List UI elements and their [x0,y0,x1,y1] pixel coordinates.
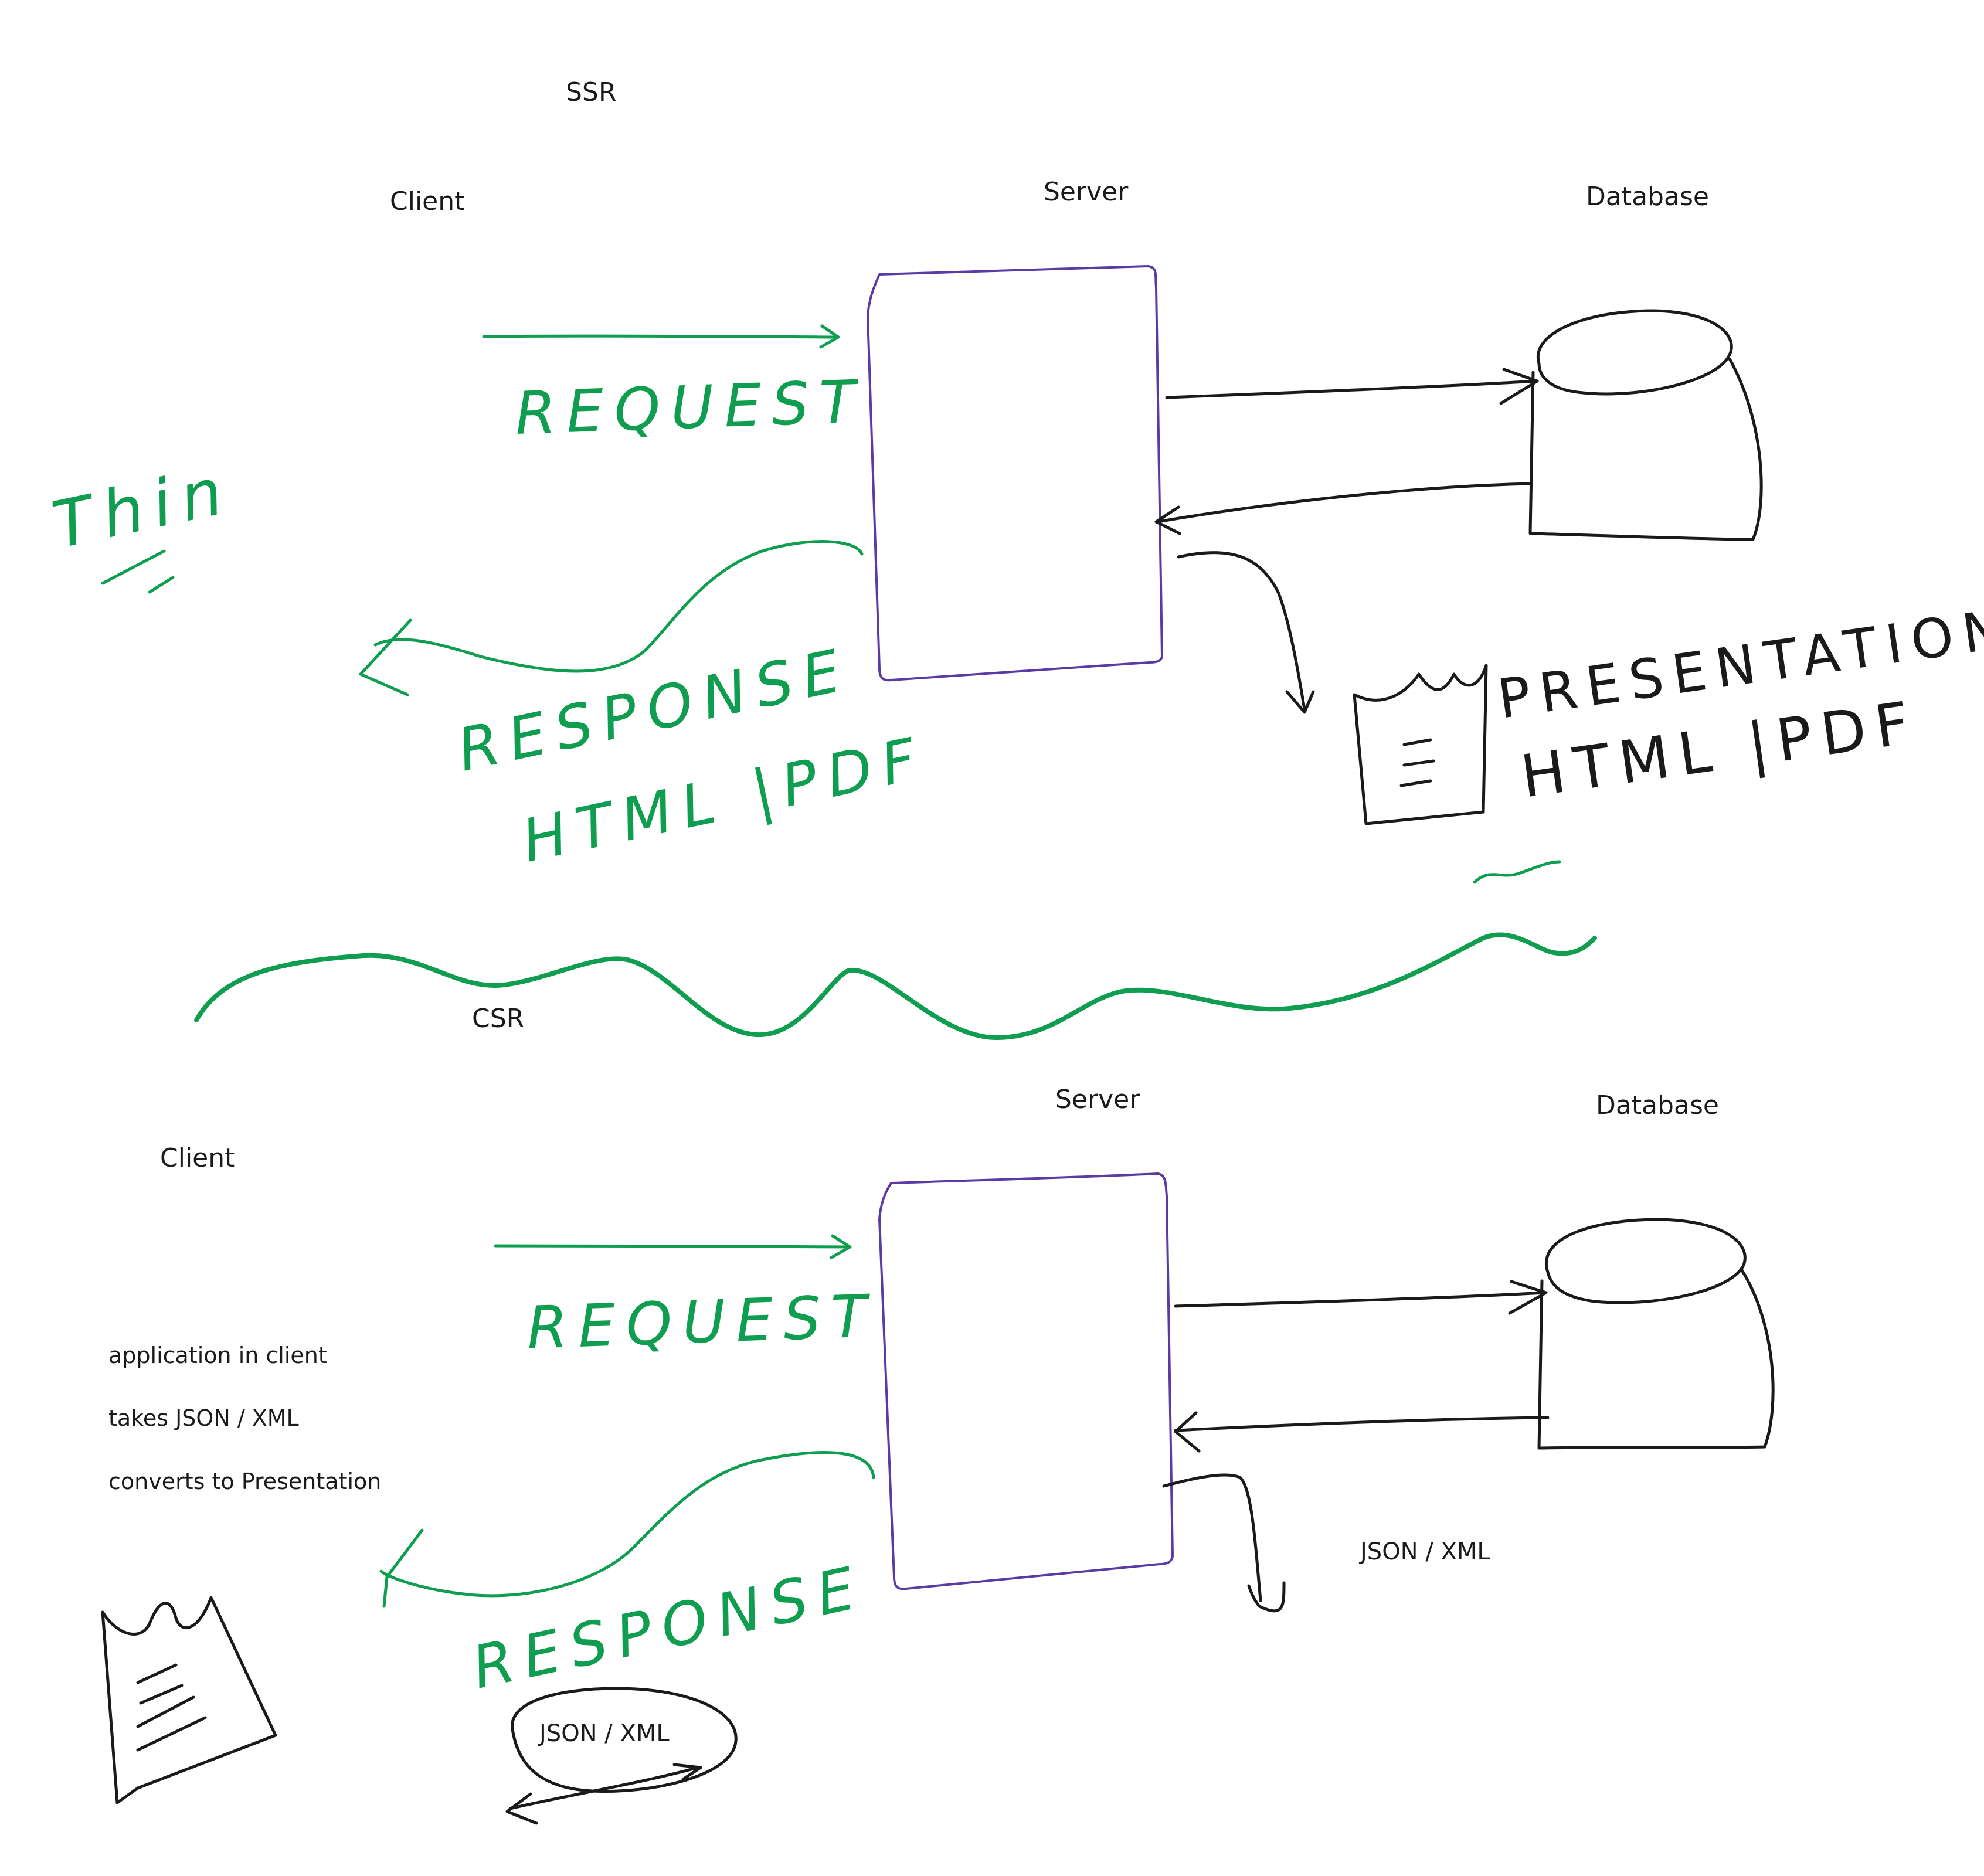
csr-title: CSR [472,1004,524,1034]
csr-server-output-label: JSON / XML [1358,1538,1490,1565]
csr-request-label: REQUEST [526,1282,879,1362]
ssr-request-arrow [482,324,840,349]
section-divider-wave [194,932,1597,1040]
csr-client-document-icon [101,1596,277,1804]
csr-notes: application in client takes JSON / XML c… [108,1343,381,1494]
ssr-database-icon [1528,309,1763,541]
csr-response-payload-bubble: JSON / XML [505,1687,738,1825]
ssr-server-to-presentation-arrow [1177,551,1315,714]
csr-server-label: Server [1055,1085,1140,1114]
csr-server-box [878,1172,1174,1590]
ssr-title: SSR [566,77,616,107]
ssr-client-label: Client [390,186,464,216]
ssr-server-to-db-arrow [1165,368,1539,405]
csr-response-payload: JSON / XML [538,1720,670,1747]
ssr-presentation-document-icon [1353,664,1488,825]
ssr-thin-note: Thin [46,452,239,563]
csr-response-label: RESPONSE [467,1552,871,1702]
csr-database-icon [1537,1218,1775,1450]
csr-client-label: Client [160,1143,235,1173]
presentation-tilde [1473,860,1561,884]
ssr-request-label: REQUEST [514,367,867,448]
csr-response-arrow [379,1451,875,1608]
csr-note-line: converts to Presentation [108,1469,381,1494]
ssr-server-label: Server [1044,177,1129,207]
ssr-database-label: Database [1586,182,1709,212]
csr-request-arrow [494,1234,852,1259]
ssr-server-box [867,265,1163,682]
csr-server-output-arrow [1162,1473,1286,1613]
csr-db-to-server-arrow [1174,1411,1550,1453]
csr-note-line: application in client [108,1343,327,1368]
csr-server-to-db-arrow [1174,1280,1548,1315]
ssr-db-to-server-arrow [1154,482,1532,535]
thin-underline [101,549,175,594]
csr-database-label: Database [1596,1090,1719,1120]
csr-note-line: takes JSON / XML [108,1405,299,1431]
ssr-response-arrow [359,540,864,696]
